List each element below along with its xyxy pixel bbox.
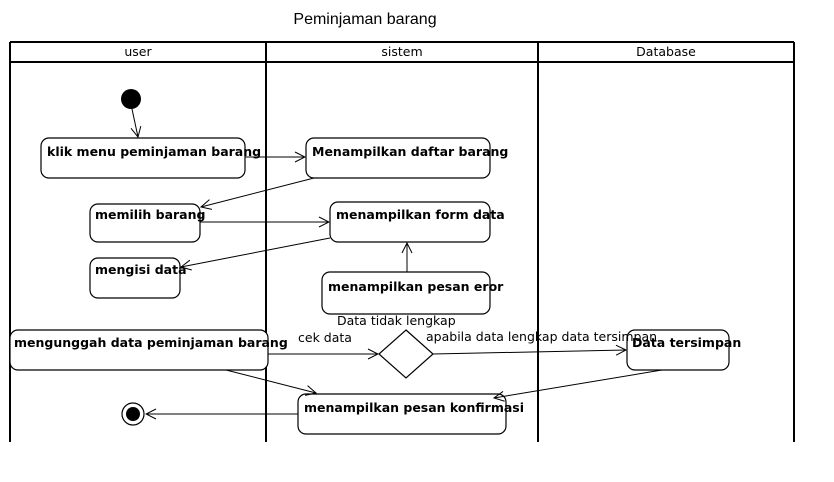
edge-label-cek-data: cek data bbox=[298, 330, 352, 345]
action-data-tersimpan-label: Data tersimpan bbox=[632, 335, 741, 350]
action-pesan-konfirmasi-label: menampilkan pesan konfirmasi bbox=[304, 400, 524, 415]
edge-daftar-to-memilih bbox=[201, 177, 315, 207]
action-pesan-eror bbox=[321, 271, 491, 315]
edge-decision-to-tersimpan bbox=[432, 350, 626, 354]
lane-label-user: user bbox=[124, 44, 152, 59]
action-mengisi-data bbox=[89, 257, 181, 299]
edges bbox=[132, 108, 663, 414]
action-pesan-eror-label: menampilkan pesan eror bbox=[328, 279, 504, 294]
edge-label-tidak-lengkap: Data tidak lengkap bbox=[337, 313, 456, 328]
action-menampilkan-daftar bbox=[305, 137, 491, 179]
action-memilih-barang-label: memilih barang bbox=[95, 207, 205, 222]
action-memilih-barang bbox=[89, 203, 201, 243]
action-klik-menu-label: klik menu peminjaman barang bbox=[47, 144, 261, 159]
edge-tersimpan-to-konfirmasi bbox=[494, 369, 663, 398]
action-klik-menu bbox=[40, 137, 246, 179]
initial-node bbox=[121, 89, 141, 109]
edge-label-lengkap: apabila data lengkap data tersimpan bbox=[426, 329, 657, 344]
action-mengisi-data-label: mengisi data bbox=[95, 262, 187, 277]
diagram-title: Peminjaman barang bbox=[293, 11, 437, 28]
action-menampilkan-daftar-label: Menampilkan daftar barang bbox=[312, 144, 508, 159]
lane-label-sistem: sistem bbox=[381, 44, 422, 59]
action-menampilkan-form-label: menampilkan form data bbox=[336, 207, 505, 222]
action-mengunggah-label: mengunggah data peminjaman barang bbox=[14, 335, 288, 350]
edge-form-to-mengisi bbox=[181, 237, 331, 267]
swimlane-frame bbox=[9, 41, 795, 442]
decision-node bbox=[378, 329, 434, 379]
final-node bbox=[121, 402, 145, 426]
edge-mengunggah-to-konfirmasi bbox=[225, 369, 316, 393]
edge-initial-to-klik bbox=[132, 108, 138, 137]
action-mengunggah bbox=[9, 329, 269, 371]
lane-label-database: Database bbox=[636, 44, 696, 59]
